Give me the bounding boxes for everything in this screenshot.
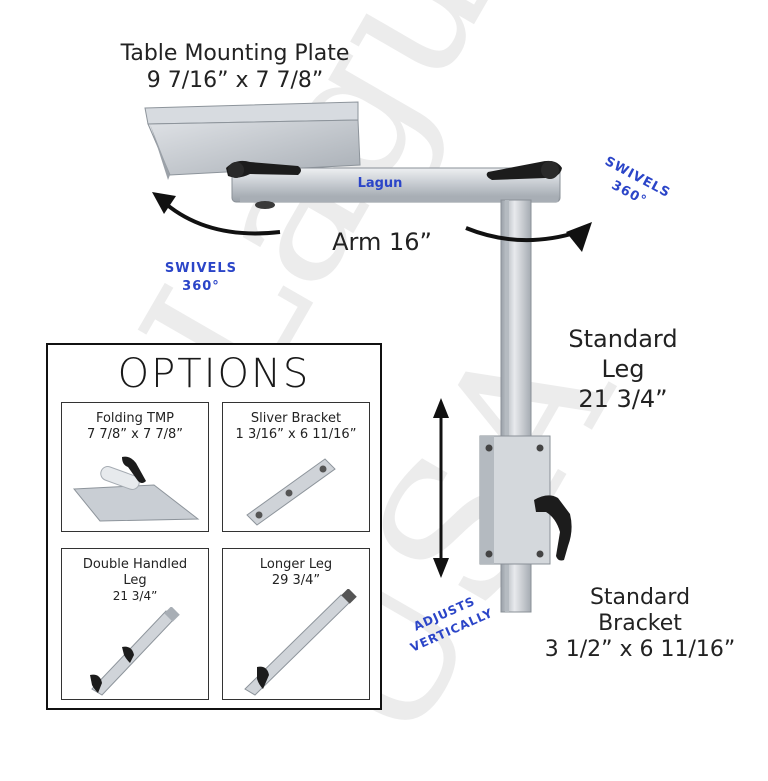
option-sliver-line2: 1 3/16” x 6 11/16” [235, 427, 357, 442]
mounting-plate [144, 101, 361, 180]
brand-logo: Lagun [358, 176, 403, 191]
plate-title: Table Mounting Plate [120, 41, 350, 66]
plate-label: Table Mounting Plate 9 7/16” x 7 7/8” [90, 40, 380, 94]
arm [231, 167, 561, 209]
folding-tmp-image [72, 456, 200, 522]
standard-leg-label: Standard Leg 21 3/4” [548, 324, 698, 414]
option-double-line2: Leg [123, 573, 147, 588]
option-longer-line2: 29 3/4” [271, 573, 321, 588]
rotate-right-arrow-icon [465, 226, 579, 243]
standard-leg-line3: 21 3/4” [578, 385, 668, 413]
option-folding-tmp: Folding TMP 7 7/8” x 7 7/8” [61, 402, 209, 532]
option-double-handled-leg: Double Handled Leg 21 3/4” [61, 548, 209, 700]
swivels-left-line1: SWIVELS [164, 261, 238, 276]
double-handled-leg-image [90, 607, 180, 696]
options-panel: OPTIONS Folding TMP 7 7/8” x 7 7/8” Sliv… [46, 343, 382, 710]
standard-bracket-label: Standard Bracket 3 1/2” x 6 11/16” [530, 585, 750, 663]
arm-handle-right [486, 160, 562, 180]
option-sliver-line1: Sliver Bracket [250, 411, 342, 426]
standard-bracket-line3: 3 1/2” x 6 11/16” [544, 637, 736, 662]
standard-bracket-line2: Bracket [598, 611, 682, 636]
standard-leg-line1: Standard [568, 325, 678, 353]
swivels-left-line2: 360° [182, 279, 220, 294]
sliver-bracket-image [246, 458, 336, 526]
longer-leg-image [244, 589, 357, 696]
bracket-handle [534, 495, 572, 561]
option-double-line1: Double Handled [82, 557, 188, 572]
rotate-left-arrowhead-icon [152, 192, 176, 214]
arm-handle-left [226, 160, 301, 178]
rotate-left-arrow-icon [164, 202, 281, 236]
plate-dims: 9 7/16” x 7 7/8” [146, 68, 324, 93]
option-folding-line1: Folding TMP [95, 411, 175, 426]
option-double-line3: 21 3/4” [112, 589, 158, 603]
swivels-left-badge: SWIVELS 360° [156, 260, 246, 296]
rotate-right-arrowhead-icon [566, 222, 592, 252]
option-folding-line2: 7 7/8” x 7 7/8” [86, 427, 184, 442]
options-title: OPTIONS [117, 351, 311, 397]
option-longer-line1: Longer Leg [259, 557, 333, 572]
standard-leg-line2: Leg [601, 355, 645, 383]
table-mount-assembly: Lagun [144, 101, 592, 613]
vertical-double-arrow-icon [433, 398, 449, 578]
option-longer-leg: Longer Leg 29 3/4” [222, 548, 370, 700]
arm-label: Arm 16” [332, 228, 432, 256]
standard-bracket-line1: Standard [589, 585, 691, 610]
option-sliver-bracket: Sliver Bracket 1 3/16” x 6 11/16” [222, 402, 370, 532]
